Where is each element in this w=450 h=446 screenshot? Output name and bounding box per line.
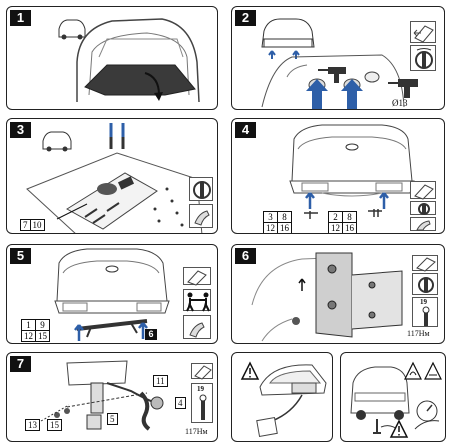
step-6-panel: 6 19 117Нм [231, 244, 445, 344]
warning-triangle-icon [404, 361, 422, 380]
drill-icon [318, 67, 346, 83]
step-number: 7 [10, 356, 31, 372]
step-number: 3 [10, 122, 31, 138]
step-9-panel [340, 352, 446, 442]
bracket-fastening-illustration [251, 252, 403, 342]
bolt-ref: 16 [277, 222, 292, 233]
bolt-ref: 16 [342, 222, 357, 233]
warning-triangle-icon [240, 361, 260, 380]
torque-label: 117Нм [185, 427, 208, 436]
final-check-illustration [350, 361, 442, 438]
part-callout: 15 [47, 419, 62, 431]
car-icon [261, 18, 315, 48]
instruction-book-icon [410, 21, 436, 43]
part-callout: 5 [107, 413, 118, 425]
socket-wrench-icon [189, 177, 213, 201]
bolt-ref: 12 [328, 222, 343, 233]
step-number: 1 [10, 10, 31, 26]
step-number: 5 [10, 248, 31, 264]
part-tag: 6 [145, 329, 157, 340]
trunk-floor-illustration [26, 123, 203, 233]
tool-size-label: 19 [197, 385, 204, 393]
hand-tool-icon [183, 315, 211, 339]
instruction-book-icon [410, 181, 436, 200]
step-7-panel: 7 11 4 5 13 15 19 117Нм [6, 352, 218, 442]
bolt-ref: 12 [263, 222, 278, 233]
torque-wrench-icon: 19 [191, 383, 213, 423]
step-2-panel: 2 Ø13 [231, 6, 445, 110]
step-1-panel: 1 [6, 6, 218, 110]
step-number: 6 [235, 248, 256, 264]
ball-assembly-illustration [40, 360, 164, 431]
car-icon [58, 19, 86, 40]
bolt-ref: 8 [277, 211, 292, 223]
socket-wrench-icon [410, 201, 436, 215]
trunk-illustration [58, 18, 200, 103]
drill-icon [388, 79, 418, 98]
electrical-connection-illustration [240, 361, 327, 438]
part-callout: 4 [175, 397, 186, 409]
bolt-ref: 12 [21, 330, 36, 342]
warning-triangle-icon [389, 419, 409, 438]
bolt-ref: 15 [35, 330, 50, 342]
towbar-install-illustration [54, 248, 170, 341]
instruction-book-icon [191, 363, 213, 380]
step-8-panel [231, 352, 333, 442]
part-callout: 11 [153, 375, 168, 387]
hand-tool-icon [410, 217, 436, 231]
step-number: 4 [235, 122, 256, 138]
hand-tool-icon [189, 204, 213, 228]
tool-size-label: 19 [420, 298, 427, 306]
two-person-lift-icon [183, 289, 211, 312]
part-callout: 13 [25, 419, 40, 431]
trunk-mat [84, 64, 196, 96]
drilling-illustration [261, 18, 418, 109]
socket-wrench-icon [412, 273, 438, 295]
torque-label: 117Нм [407, 329, 430, 338]
bolt-ref: 1 [21, 319, 36, 331]
bolt-ref: 7 [20, 219, 31, 231]
step-number: 2 [235, 10, 256, 26]
instruction-book-icon [412, 255, 438, 272]
bolt-ref: 8 [342, 211, 357, 223]
bolt-ref: 10 [29, 219, 45, 231]
bolt-ref: 3 [263, 211, 278, 223]
bolt-ref: 9 [35, 319, 50, 331]
bolt-ref: 2 [328, 211, 343, 223]
rear-bumper-illustration [289, 124, 415, 219]
car-icon [42, 131, 72, 152]
torque-wrench-icon: 19 [412, 297, 438, 327]
instruction-book-icon [183, 267, 211, 286]
drill-size-label: Ø13 [392, 98, 408, 108]
socket-wrench-icon [410, 45, 436, 71]
warning-triangle-icon [424, 361, 442, 380]
